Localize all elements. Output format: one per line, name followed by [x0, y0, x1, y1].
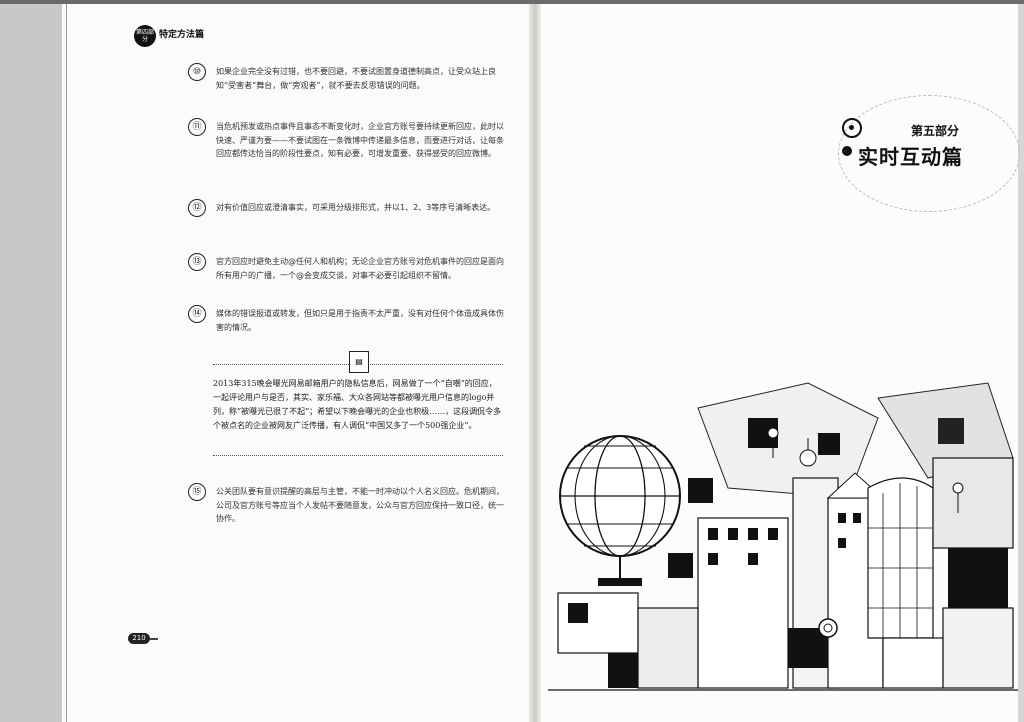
running-title: 特定方法篇 [159, 30, 205, 40]
book-gutter [529, 0, 541, 722]
case-text: 2013年315晚会曝光网易邮箱用户的隐私信息后，网易做了一个“自嘲”的回应，一… [213, 379, 502, 430]
item-text: 当危机预发或热点事件且事态不断变化时，企业官方账号要持续更新回应，此时以快速、严… [216, 122, 504, 158]
item-number: ⑫ [188, 199, 206, 217]
decorative-dashed-arc [838, 95, 1020, 212]
page-edge-line [66, 4, 67, 722]
item-text: 如果企业完全没有过错，也不要回避，不要试图置身道德制高点，让受众站上良知“受害者… [216, 67, 496, 90]
item-number: ⑩ [188, 63, 206, 81]
item-text: 媒体的错误报道或转发，但如只是用于指责不太严重，没有对任何个体造成具体伤害的情况… [216, 309, 504, 332]
item-number: ⑪ [188, 118, 206, 136]
list-item: ⑭ 媒体的错误报道或转发，但如只是用于指责不太严重，没有对任何个体造成具体伤害的… [188, 305, 506, 335]
section-title: 实时互动篇 [858, 145, 963, 169]
item-number: ⑮ [188, 483, 206, 501]
case-box: ▤ 2013年315晚会曝光网易邮箱用户的隐私信息后，网易做了一个“自嘲”的回应… [213, 351, 503, 456]
item-text: 官方回应时避免主动@任何人和机构；无论企业官方账号对危机事件的回应是面向所有用户… [216, 257, 504, 280]
target-icon [842, 118, 862, 138]
item-number: ⑬ [188, 253, 206, 271]
left-page [62, 0, 535, 722]
part-logo-icon: 第四部分 [134, 25, 156, 47]
list-item: ⑮ 公关团队要有意识提醒的高层与主管，不能一时冲动以个人名义回应。危机期间，公司… [188, 483, 506, 528]
item-number: ⑭ [188, 305, 206, 323]
list-item: ⑪ 当危机预发或热点事件且事态不断变化时，企业官方账号要持续更新回应，此时以快速… [188, 118, 506, 176]
page-number-ornament [150, 638, 158, 640]
list-item: ⑬ 官方回应时避免主动@任何人和机构；无论企业官方账号对危机事件的回应是面向所有… [188, 253, 506, 283]
dot-icon [842, 146, 852, 156]
table-background [0, 0, 62, 722]
item-text: 对有价值回应或澄清事实，可采用分级排形式，并以1、2、3等序号清晰表达。 [216, 203, 496, 212]
page-edge-right [1018, 0, 1024, 722]
page-number: 210 [128, 633, 150, 644]
document-icon: ▤ [349, 351, 369, 373]
scan-top-edge [0, 0, 1024, 4]
city-globe-illustration [548, 378, 1018, 700]
item-text: 公关团队要有意识提醒的高层与主管，不能一时冲动以个人名义回应。危机期间，公司及官… [216, 487, 504, 523]
list-item: ⑫ 对有价值回应或澄清事实，可采用分级排形式，并以1、2、3等序号清晰表达。 [188, 199, 506, 229]
section-label: 第五部分 [911, 124, 960, 138]
list-item: ⑩ 如果企业完全没有过错，也不要回避，不要试图置身道德制高点，让受众站上良知“受… [188, 63, 506, 93]
box-bottom-rule [213, 455, 503, 456]
